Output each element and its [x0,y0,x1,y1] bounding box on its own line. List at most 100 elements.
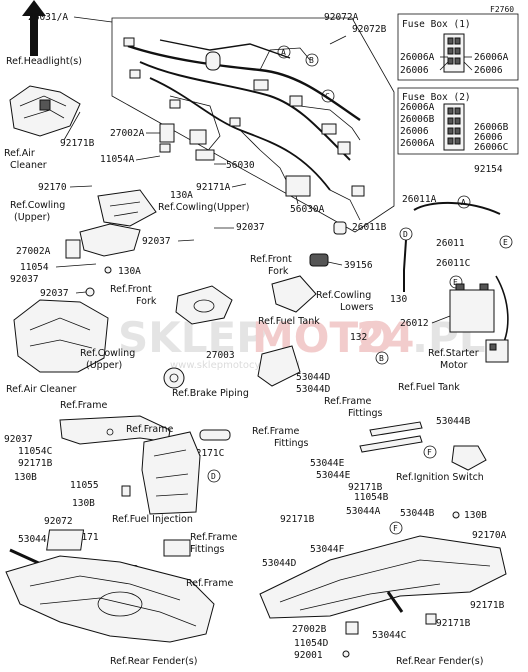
steering-stem-bracket [175,285,233,325]
callout-f-right: F [423,445,437,459]
label-53044d-a: 53044D [296,372,331,383]
label-130b-c: 130B [464,510,487,521]
cowling-lower-bracket [271,275,317,313]
label-ref-ignition-switch: Ref.Ignition Switch [396,472,484,483]
fuse-box-1: Fuse Box (1) 26006A 26006 26006A 26006 [397,13,519,81]
label-26011b: 26011B [352,222,387,233]
fuse-1-right-0: 26006A [474,52,509,63]
label-130a-a: 130A [170,190,193,201]
label-27002b: 27002B [292,624,327,635]
label-56030: 56030 [226,160,255,171]
label-ref-rear-fender-1: Ref.Rear Fender(s) [110,656,197,667]
label-92171: 92171 [70,532,99,543]
label-ref-cowling-upper-3: Ref.Cowling [80,348,135,359]
callout-e-right-1: E [499,235,513,249]
label-92171b-e: 92171B [470,600,505,611]
label-11054d: 11054D [294,638,329,649]
label-ref-cowling-upper-4: (Upper) [86,360,122,371]
label-ref-frame-2: Ref.Frame [126,424,173,435]
label-39156: 39156 [344,260,373,271]
svg-text:F: F [427,448,432,457]
svg-text:D: D [211,472,216,481]
label-ref-front-fork-4: Fork [136,296,157,307]
label-130b-a: 130B [14,472,37,483]
callout-a-right: A [457,195,471,209]
svg-text:C: C [325,92,330,101]
label-ref-frame-fittings-6: Fittings [190,544,225,555]
fork-bracket-right [257,345,301,387]
label-92170: 92170 [38,182,67,193]
label-92037-a: 92037 [142,236,171,247]
front-bracket [79,223,141,257]
headlight-bracket [9,85,81,137]
ignition-switch-bracket [451,445,487,471]
label-ref-frame-3: Ref.Frame [186,578,233,589]
label-53044b-b: 53044B [400,508,435,519]
label-130a-b: 130A [118,266,141,277]
label-26012: 26012 [400,318,429,329]
label-ref-air-cleaner-main: Ref.Air Cleaner [6,384,77,395]
label-11054c: 11054C [18,446,52,457]
label-53044a: 53044A [346,506,381,517]
label-ref-fuel-tank-1: Ref.Fuel Tank [258,316,320,327]
label-ref-air-cleaner-2: Cleaner [10,160,47,171]
cable-rail-1 [359,421,423,453]
label-11055: 11055 [70,480,99,491]
label-ref-brake-piping: Ref.Brake Piping [172,388,249,399]
callout-c-top: C [321,89,335,103]
label-ref-headlight: Ref.Headlight(s) [6,56,82,67]
label-92072b: 92072B [352,24,387,35]
label-130: 130 [390,294,407,305]
ecu-bracket [141,431,201,515]
label-ref-starter-motor-1: Ref.Starter [428,348,479,359]
label-27003: 27003 [206,350,235,361]
label-ref-front-fork-1: Ref.Front [250,254,292,265]
label-ref-front-fork-3: Ref.Front [110,284,152,295]
watermark-number: 24 [356,313,414,362]
label-53044e-b: 53044E [316,470,351,481]
label-53044d-b: 53044D [296,384,331,395]
label-ref-frame-fittings-4: Fittings [274,438,309,449]
label-ref-starter-motor-2: Motor [440,360,468,371]
callout-a-top: A [277,45,291,59]
svg-text:A: A [281,48,286,57]
label-ref-front-fork-2: Fork [268,266,289,277]
label-92171b-f: 92171B [436,618,471,629]
label-ref-cowling-l1: Ref.Cowling [10,200,65,211]
svg-text:A: A [461,198,466,207]
fuse-2-left-1: 26006B [400,114,435,125]
label-92072: 92072 [44,516,73,527]
label-92171b-d: 92171B [280,514,315,525]
callout-b-top: B [305,53,319,67]
label-53044e-a: 53044E [310,458,345,469]
fuse-1-left-1: 26006 [400,65,429,76]
svg-text:F: F [393,524,398,533]
label-53044d-c: 53044D [262,558,297,569]
fuse-1-left-0: 26006A [400,52,435,63]
battery [449,283,495,333]
label-92037-c: 92037 [10,274,39,285]
label-ref-frame-fittings-1: Ref.Frame [324,396,371,407]
svg-text:E: E [503,238,508,247]
label-27002a-b: 27002A [16,246,51,257]
fuse-box-1-title: Fuse Box (1) [402,19,471,30]
main-frame-rear [259,535,507,619]
label-92171b-c: 92171B [348,482,383,493]
label-26011a: 26011A [402,194,437,205]
label-26011c: 26011C [436,258,470,269]
label-53044: 53044 [18,534,47,545]
label-27002a-a: 27002A [110,128,145,139]
callout-d-right: D [399,227,413,241]
label-92171b-b: 92171B [18,458,53,469]
front-label: FRONT [45,26,54,50]
label-ref-cowling-l2: (Upper) [14,212,50,223]
harness-outline [111,17,395,233]
label-ref-frame-1: Ref.Frame [60,400,107,411]
fuse-box-2: Fuse Box (2) 26006A 26006B 26006 26006A … [397,87,519,155]
callout-b-right: B [375,351,389,365]
label-ref-frame-fittings-2: Fittings [348,408,383,419]
fuse-2-left-0: 26006A [400,102,435,113]
label-ref-cowling-lowers-2: Lowers [340,302,373,313]
svg-text:B: B [379,354,384,363]
watermark-url: www.sklepmotocyklowy.pl [170,360,300,371]
